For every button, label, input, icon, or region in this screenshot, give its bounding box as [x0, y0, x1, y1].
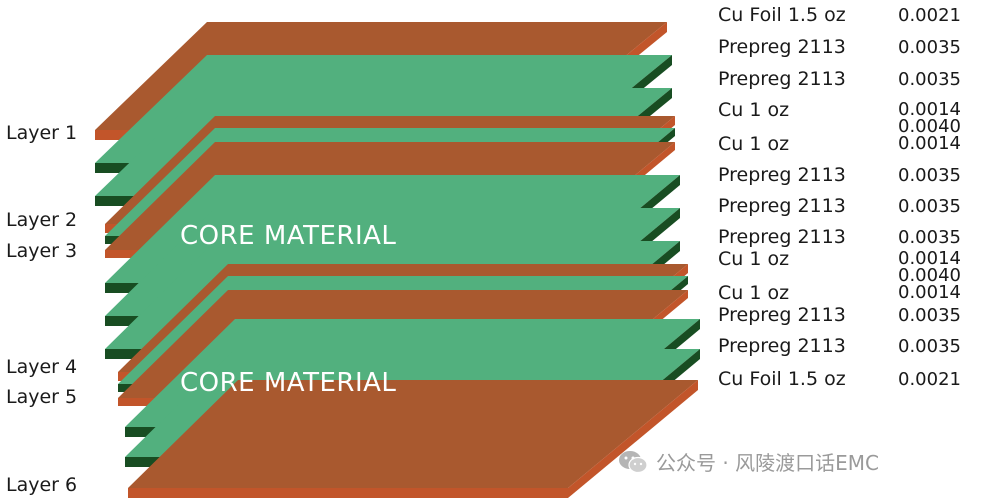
watermark-text: 公众号 · 风陵渡口话EMC — [656, 451, 879, 475]
material-name: Prepreg 2113 — [718, 226, 846, 248]
core-material-label-upper: CORE MATERIAL — [180, 221, 397, 251]
layer-5-label: Layer 5 — [6, 386, 78, 408]
material-thickness: 0.0035 — [898, 37, 961, 58]
layer-4-label: Layer 4 — [6, 356, 78, 378]
material-name: Prepreg 2113 — [718, 304, 846, 326]
core-thickness: 0.0040 — [898, 116, 961, 137]
material-name: Cu 1 oz — [718, 99, 790, 121]
material-thickness: 0.0035 — [898, 336, 961, 357]
layer-6-label: Layer 6 — [6, 474, 78, 496]
material-thickness: 0.0035 — [898, 69, 961, 90]
material-thickness: 0.0014 — [898, 99, 961, 120]
material-thickness: 0.0014 — [898, 133, 961, 154]
copper-foil-bottom-front — [128, 488, 568, 498]
material-name: Prepreg 2113 — [718, 195, 846, 217]
core-material-label-lower: CORE MATERIAL — [180, 368, 397, 398]
material-name: Cu 1 oz — [718, 133, 790, 155]
layer-2-label: Layer 2 — [6, 209, 78, 231]
watermark: 公众号 · 风陵渡口话EMC — [618, 447, 879, 476]
copper-foil-bottom-side — [568, 380, 698, 498]
material-name: Cu Foil 1.5 oz — [718, 368, 846, 390]
core-thickness: 0.0040 — [898, 265, 961, 286]
wechat-icon — [619, 450, 648, 473]
material-name: Prepreg 2113 — [718, 36, 846, 58]
stackup-slabs — [95, 22, 700, 498]
material-name: Prepreg 2113 — [718, 335, 846, 357]
material-thickness: 0.0035 — [898, 305, 961, 326]
material-name: Cu Foil 1.5 oz — [718, 4, 846, 26]
material-thickness: 0.0035 — [898, 196, 961, 217]
material-thickness: 0.0021 — [898, 5, 961, 26]
material-name: Cu 1 oz — [718, 282, 790, 304]
material-thickness: 0.0014 — [898, 282, 961, 303]
material-thickness: 0.0035 — [898, 165, 961, 186]
material-name: Cu 1 oz — [718, 248, 790, 270]
material-thickness: 0.0035 — [898, 227, 961, 248]
copper-foil-bottom — [128, 380, 698, 498]
copper-foil-bottom-top — [128, 380, 698, 488]
material-name: Prepreg 2113 — [718, 164, 846, 186]
layer-1-label: Layer 1 — [6, 122, 78, 144]
material-thickness: 0.0014 — [898, 248, 961, 269]
layer-3-label: Layer 3 — [6, 240, 78, 262]
material-thickness: 0.0021 — [898, 369, 961, 390]
material-name: Prepreg 2113 — [718, 68, 846, 90]
